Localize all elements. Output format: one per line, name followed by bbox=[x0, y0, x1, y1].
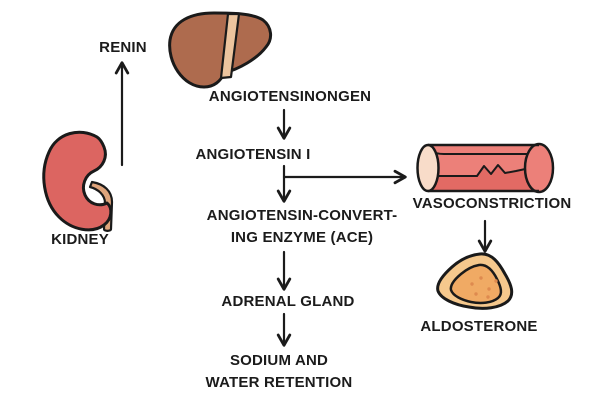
label-sodium-water-retention: SODIUM AND WATER RETENTION bbox=[206, 350, 353, 394]
label-adrenal-gland: ADRENAL GLAND bbox=[221, 293, 355, 310]
liver-ligament-band bbox=[219, 12, 241, 80]
vessel-lower-band bbox=[428, 165, 534, 190]
blood-vessel-illustration bbox=[416, 142, 555, 194]
liver-illustration bbox=[168, 11, 272, 89]
liver-body bbox=[168, 11, 272, 89]
vessel-left-cap bbox=[416, 143, 440, 193]
label-angiotensinogen: ANGIOTENSINONGEN bbox=[208, 88, 372, 105]
label-vasoconstriction: VASOCONSTRICTION bbox=[412, 195, 572, 212]
kidney-body bbox=[42, 130, 113, 232]
vessel-outline bbox=[428, 143, 539, 193]
label-ace: ANGIOTENSIN-CONVERT- ING ENZYME (ACE) bbox=[207, 205, 398, 249]
label-aldosterone: ALDOSTERONE bbox=[420, 318, 538, 335]
adrenal-inner bbox=[449, 263, 503, 305]
adrenal-gland-illustration bbox=[436, 252, 514, 310]
vessel-inner-line-middle bbox=[428, 164, 531, 177]
vessel-right-cap bbox=[523, 142, 555, 194]
kidney-illustration bbox=[42, 130, 114, 232]
label-sodium-line2: WATER RETENTION bbox=[205, 374, 353, 391]
label-ace-line1: ANGIOTENSIN-CONVERT- bbox=[206, 207, 398, 224]
label-renin: RENIN bbox=[99, 39, 147, 56]
label-angiotensin-i: ANGIOTENSIN I bbox=[195, 146, 311, 163]
label-sodium-line1: SODIUM AND bbox=[229, 352, 329, 369]
label-kidney: KIDNEY bbox=[51, 231, 109, 248]
adrenal-dots bbox=[470, 276, 498, 299]
label-ace-line2: ING ENZYME (ACE) bbox=[230, 229, 374, 246]
